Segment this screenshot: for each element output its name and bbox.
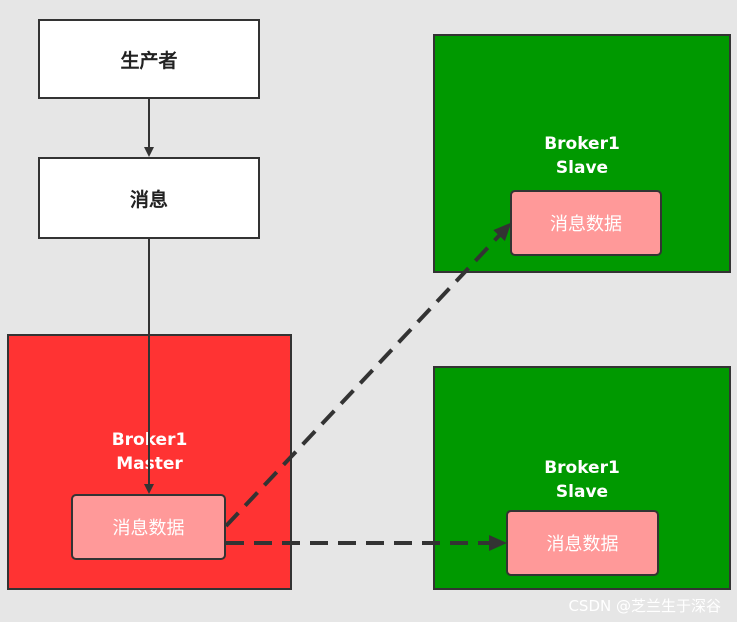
slave-data-box-1: 消息数据 bbox=[510, 190, 662, 256]
slave-data-box-2: 消息数据 bbox=[506, 510, 659, 576]
watermark-text: CSDN @芝兰生于深谷 bbox=[568, 597, 721, 615]
slave-data-label-1: 消息数据 bbox=[550, 214, 622, 235]
master-data-box: 消息数据 bbox=[71, 494, 226, 560]
slave-broker-role-2: Slave bbox=[555, 482, 609, 502]
producer-label: 生产者 bbox=[120, 49, 178, 72]
slave-broker-name-2: Broker1 bbox=[544, 458, 620, 478]
message-label: 消息 bbox=[129, 188, 168, 211]
slave-data-label-2: 消息数据 bbox=[546, 534, 619, 555]
master-data-label: 消息数据 bbox=[112, 518, 185, 539]
slave-broker-role-1: Slave bbox=[555, 158, 609, 178]
slave-broker-name-1: Broker1 bbox=[544, 134, 620, 154]
replication-arrow-slave-1 bbox=[224, 222, 512, 528]
message-node: 消息 bbox=[38, 157, 260, 239]
slave-broker-label-1: Broker1 Slave bbox=[435, 132, 729, 180]
producer-node: 生产者 bbox=[38, 19, 260, 99]
slave-broker-label-2: Broker1 Slave bbox=[435, 456, 729, 504]
